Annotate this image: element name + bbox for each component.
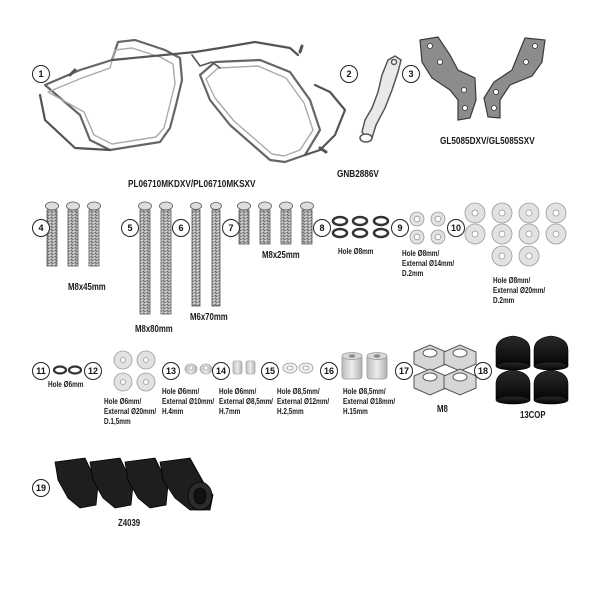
part-label-9-line-2: External Ø14mm/	[402, 259, 455, 268]
part-label-7: M8x25mm	[262, 250, 300, 261]
part-number-1: 1	[32, 65, 50, 83]
part-number-5: 5	[121, 219, 139, 237]
part-label-15: Hole Ø8,5mm/ External Ø12mm/ H.2,5mm	[277, 387, 329, 417]
part-number-18: 18	[474, 362, 492, 380]
part-number-10: 10	[447, 219, 465, 237]
part-number-16: 16	[320, 362, 338, 380]
bolts-m8x80-drawing	[138, 201, 173, 315]
part-label-16-line-3: H.15mm	[343, 407, 368, 416]
spacers-4mm-drawing	[184, 363, 213, 375]
part-label-3: GL5085DXV/GL5085SXV	[440, 135, 535, 147]
part-number-14: 14	[212, 362, 230, 380]
part-label-17: M8	[437, 404, 448, 415]
part-number-13: 13	[162, 362, 180, 380]
part-label-14-line-2: External Ø8,5mm/	[219, 397, 273, 406]
caps-13cop-drawing	[495, 335, 569, 405]
part-label-12-line-3: D.1,5mm	[104, 417, 131, 426]
mounting-plates-drawing	[419, 36, 546, 121]
part-label-10: Hole Ø8mm/ External Ø20mm/ D.2mm	[493, 276, 545, 306]
part-label-10-line-3: D.2mm	[493, 296, 515, 305]
spring-washers-drawing	[331, 215, 390, 239]
part-label-13-line-1: Hole Ø6mm/	[162, 387, 200, 396]
pannier-frame-drawing	[38, 38, 347, 164]
part-number-4: 4	[32, 219, 50, 237]
part-label-16: Hole Ø8,5mm/ External Ø18mm/ H.15mm	[343, 387, 395, 417]
part-label-13-line-2: External Ø10mm/	[162, 397, 215, 406]
part-label-8: Hole Ø8mm	[338, 247, 374, 256]
part-label-19: Z4039	[118, 518, 141, 529]
washers-14mm-drawing	[409, 211, 446, 245]
part-label-11: Hole Ø6mm	[48, 380, 84, 389]
washers-12mm-drawing	[282, 362, 314, 374]
part-label-12-line-2: External Ø20mm/	[104, 407, 157, 416]
spacers-15mm-drawing	[341, 352, 388, 380]
part-label-15-line-1: Hole Ø8,5mm/	[277, 387, 320, 396]
part-label-16-line-2: External Ø18mm/	[343, 397, 396, 406]
part-label-14-line-3: H.7mm	[219, 407, 241, 416]
nuts-m8-drawing	[413, 344, 477, 396]
part-number-17: 17	[395, 362, 413, 380]
part-label-6: M6x70mm	[190, 312, 228, 323]
part-label-13: Hole Ø6mm/ External Ø10mm/ H.4mm	[162, 387, 214, 417]
part-number-8: 8	[313, 219, 331, 237]
bolts-m6x70-drawing	[190, 202, 222, 307]
bolts-m8x25-drawing	[237, 201, 314, 245]
part-label-15-line-2: External Ø12mm/	[277, 397, 330, 406]
rubber-sleeves-drawing	[54, 457, 214, 511]
part-number-9: 9	[391, 219, 409, 237]
part-label-14: Hole Ø6mm/ External Ø8,5mm/ H.7mm	[219, 387, 273, 417]
part-label-4: M8x45mm	[68, 282, 106, 293]
part-label-9-line-1: Hole Ø8mm/	[402, 249, 440, 258]
spring-washers-6mm-drawing	[52, 365, 83, 375]
bracket-drawing	[359, 55, 402, 143]
part-label-9-line-3: D.2mm	[402, 269, 424, 278]
part-number-11: 11	[32, 362, 50, 380]
part-number-3: 3	[402, 65, 420, 83]
part-label-15-line-3: H.2,5mm	[277, 407, 304, 416]
bolts-m8x45-drawing	[45, 201, 101, 267]
part-number-15: 15	[261, 362, 279, 380]
part-label-2: GNB2886V	[337, 168, 379, 180]
spacers-7mm-drawing	[232, 360, 256, 375]
part-label-13-line-3: H.4mm	[162, 407, 184, 416]
part-label-16-line-1: Hole Ø8,5mm/	[343, 387, 386, 396]
washers-20mm-drawing	[464, 202, 567, 267]
part-label-10-line-1: Hole Ø8mm/	[493, 276, 531, 285]
part-label-18: 13COP	[520, 410, 546, 421]
part-label-14-line-1: Hole Ø6mm/	[219, 387, 257, 396]
part-label-12-line-1: Hole Ø6mm/	[104, 397, 142, 406]
part-number-7: 7	[222, 219, 240, 237]
part-label-12: Hole Ø6mm/ External Ø20mm/ D.1,5mm	[104, 397, 156, 427]
part-number-2: 2	[340, 65, 358, 83]
part-label-5: M8x80mm	[135, 324, 173, 335]
part-number-6: 6	[172, 219, 190, 237]
washers-6mm-20mm-drawing	[113, 350, 156, 392]
part-number-12: 12	[84, 362, 102, 380]
part-label-1: PL06710MKDXV/PL06710MKSXV	[128, 178, 256, 190]
part-label-10-line-2: External Ø20mm/	[493, 286, 546, 295]
part-number-19: 19	[32, 479, 50, 497]
part-label-9: Hole Ø8mm/ External Ø14mm/ D.2mm	[402, 249, 454, 279]
